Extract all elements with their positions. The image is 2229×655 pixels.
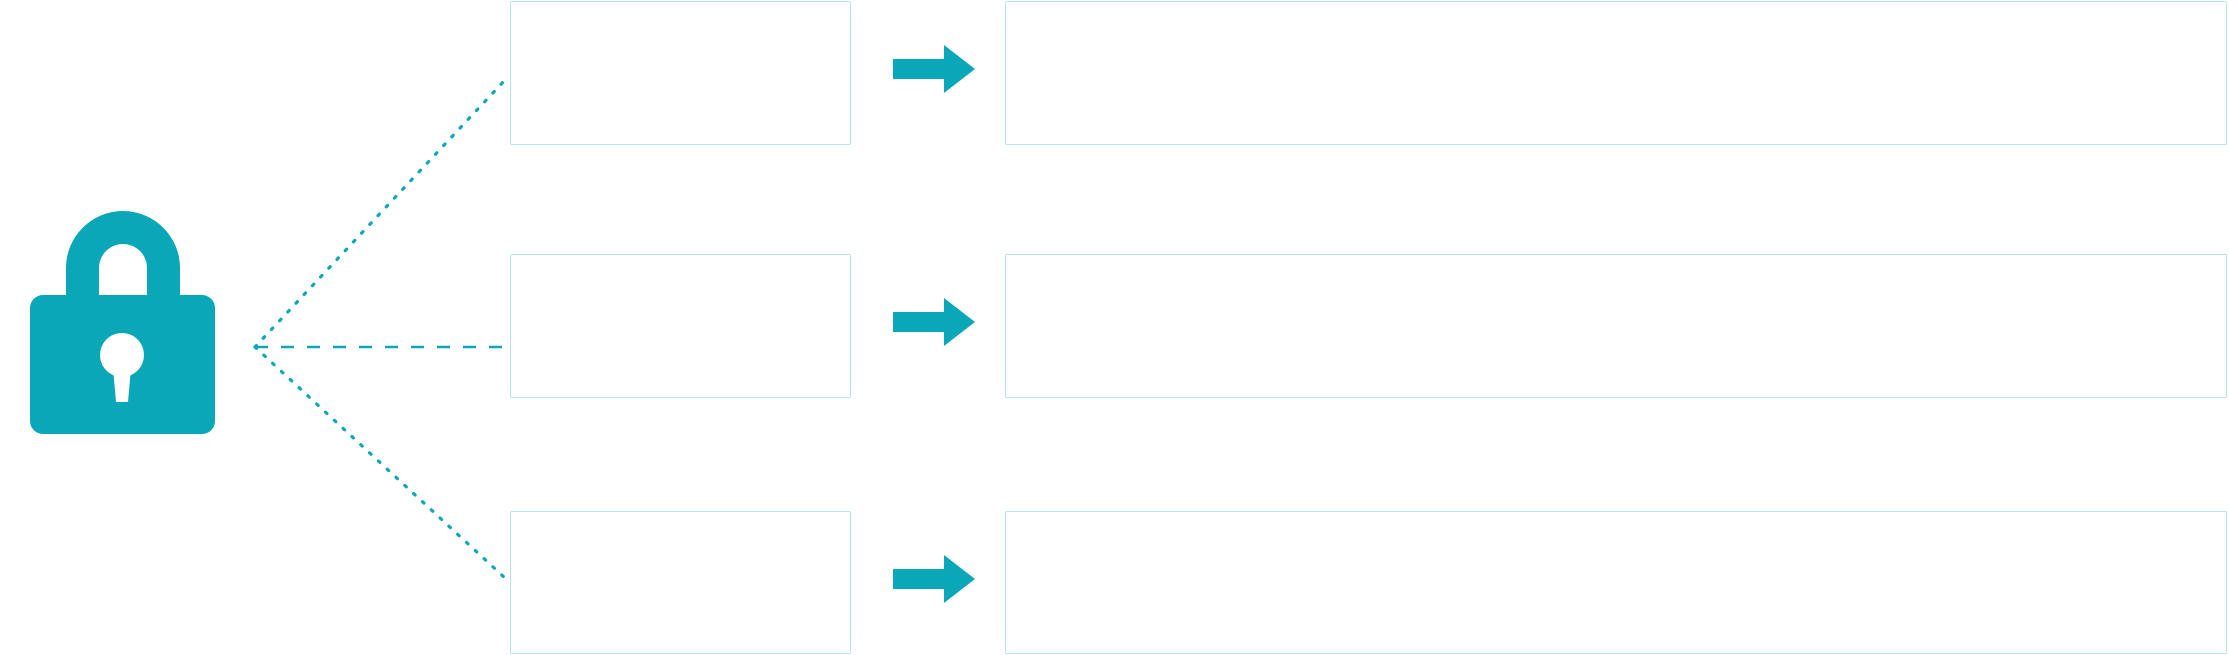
row-2-arrow-right-icon: [893, 298, 975, 346]
connector-group: [253, 78, 507, 580]
connector-to-row-3: [253, 345, 507, 580]
row-1-left-box-label[interactable]: [511, 2, 850, 144]
row-3-left-box-label[interactable]: [511, 512, 850, 653]
padlock-icon: [30, 211, 215, 434]
row-2-left-box-label[interactable]: [511, 255, 850, 397]
row-3-arrow-right-icon: [893, 555, 975, 603]
row-3-right-box-label[interactable]: [1006, 512, 2226, 653]
connector-to-row-1: [253, 78, 507, 349]
row-1-arrow-right-icon: [893, 45, 975, 93]
row-2-right-box-label[interactable]: [1006, 255, 2226, 397]
row-1-right-box-label[interactable]: [1006, 2, 2226, 144]
